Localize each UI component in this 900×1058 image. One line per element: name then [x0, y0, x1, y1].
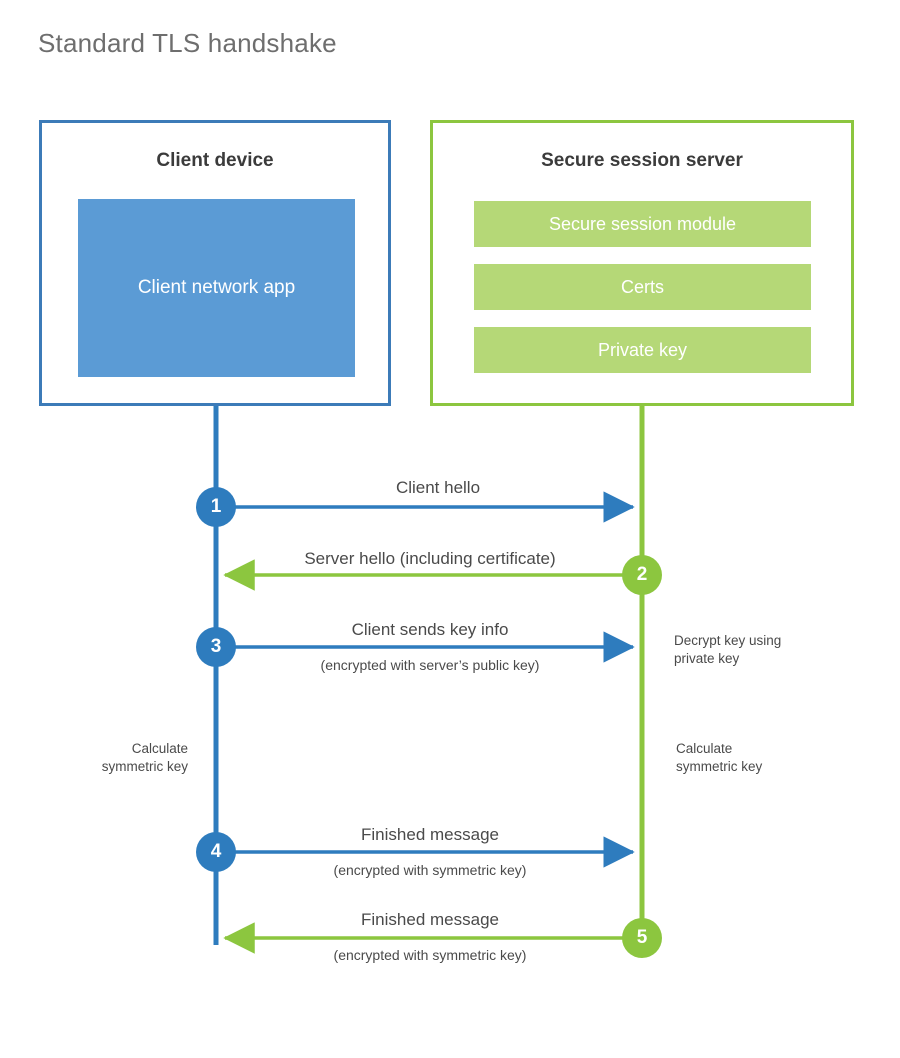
- annotation-server-calculate-symmetric-key: Calculate symmetric key: [676, 741, 763, 774]
- client-device-box: Client device Client network app: [39, 120, 391, 406]
- client-device-title: Client device: [156, 150, 274, 171]
- step-marker-5[interactable]: 5: [622, 918, 662, 958]
- step-3-sublabel: (encrypted with server’s public key): [320, 657, 540, 673]
- step-5-label: Finished message: [361, 910, 499, 929]
- step-5-sublabel: (encrypted with symmetric key): [333, 947, 527, 963]
- annotation-client-calculate-symmetric-key: Calculate symmetric key: [101, 741, 188, 774]
- annotation-server-decrypt-key: Decrypt key using private key: [674, 633, 782, 666]
- step-marker-1[interactable]: 1: [196, 487, 236, 527]
- step-marker-2[interactable]: 2: [622, 555, 662, 595]
- server-component-secure-session-module: Secure session module: [474, 201, 811, 247]
- page-title: Standard TLS handshake: [38, 28, 337, 58]
- step-4-label: Finished message: [361, 825, 499, 844]
- secure-session-server-box: Secure session server Secure session mod…: [430, 120, 854, 406]
- step-2-label: Server hello (including certificate): [304, 549, 556, 568]
- step-marker-3[interactable]: 3: [196, 627, 236, 667]
- server-component-certs: Certs: [474, 264, 811, 310]
- step-marker-4[interactable]: 4: [196, 832, 236, 872]
- step-1-label: Client hello: [395, 478, 481, 497]
- client-network-app-block: Client network app: [78, 199, 355, 377]
- server-component-private-key: Private key: [474, 327, 811, 373]
- secure-session-server-title: Secure session server: [541, 150, 743, 171]
- step-3-label: Client sends key info: [351, 620, 509, 639]
- step-4-sublabel: (encrypted with symmetric key): [333, 862, 527, 878]
